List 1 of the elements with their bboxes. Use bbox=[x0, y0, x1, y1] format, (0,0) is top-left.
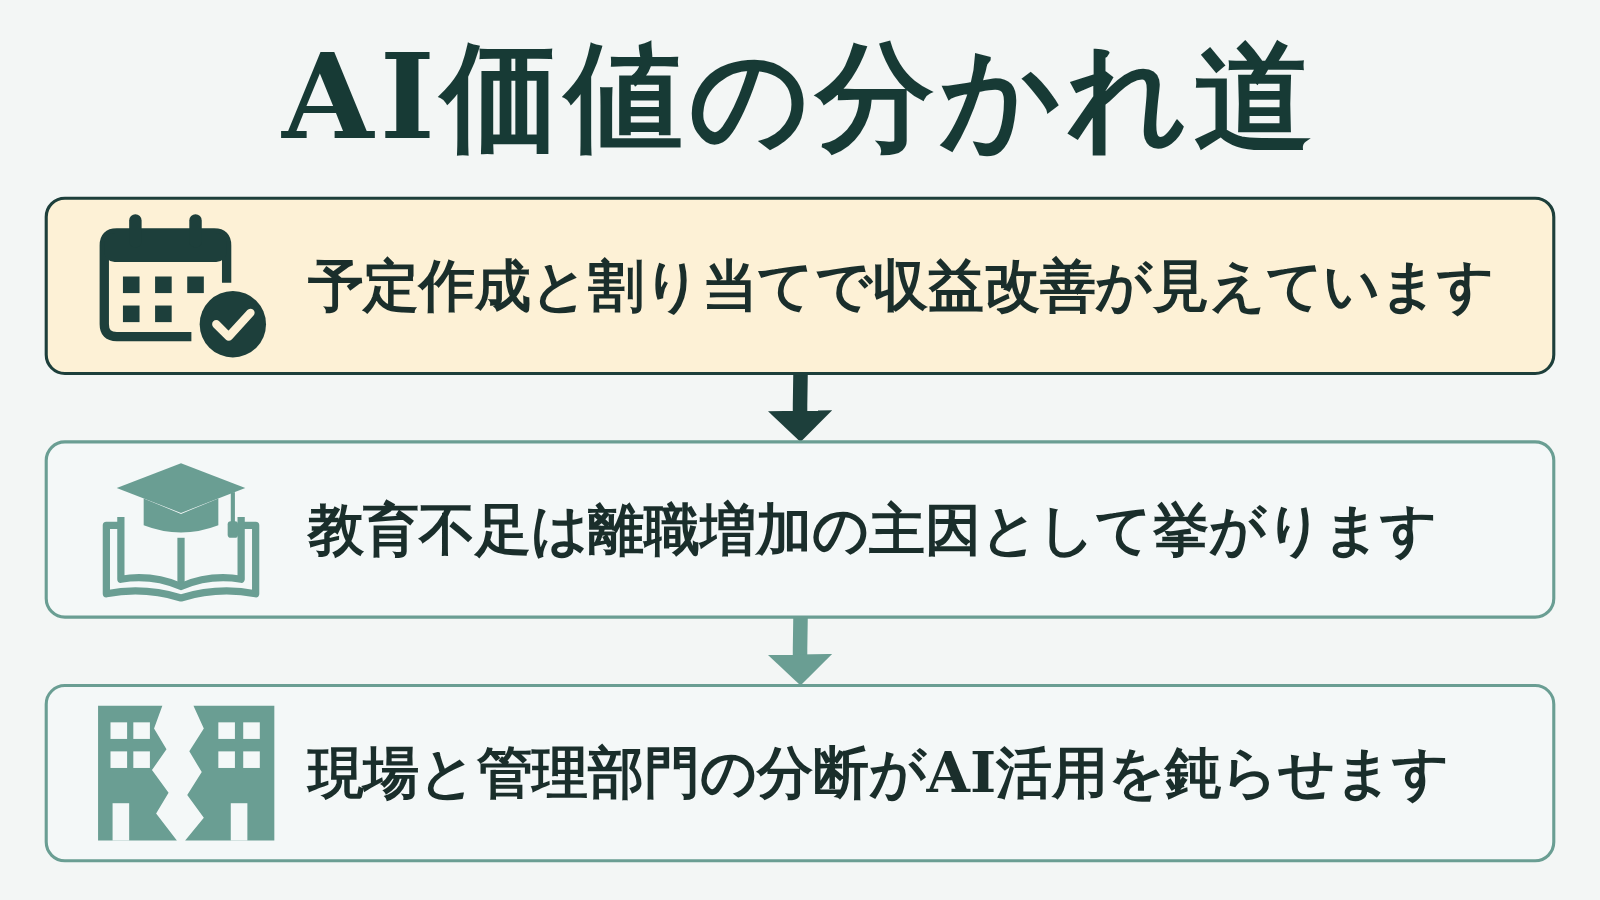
title: AI価値の分かれ道 bbox=[282, 26, 1318, 168]
